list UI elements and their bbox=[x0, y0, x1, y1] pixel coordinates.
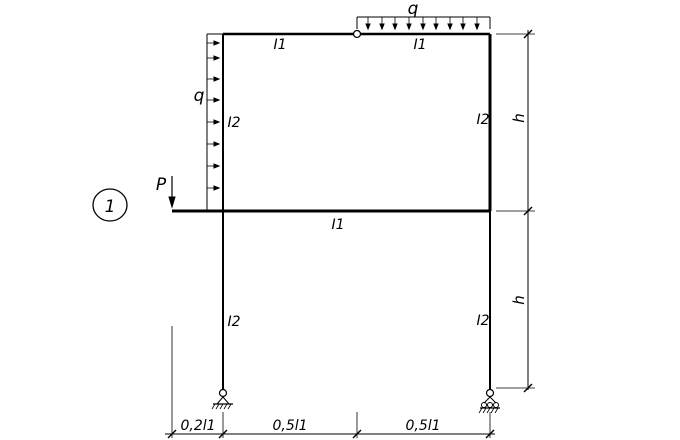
height-dimensions bbox=[496, 29, 535, 393]
frame-members bbox=[172, 32, 492, 390]
height-lower-label: h bbox=[510, 295, 528, 305]
distributed-load-left bbox=[206, 33, 223, 211]
height-upper-label: h bbox=[510, 113, 528, 123]
stiffness-beam-middle: I1 bbox=[331, 217, 344, 233]
stiffness-col-right-upper: I2 bbox=[476, 112, 489, 128]
load-p-label: P bbox=[156, 175, 167, 195]
dim-span-right-label: 0,5l1 bbox=[405, 418, 440, 434]
stiffness-col-right-lower: I2 bbox=[476, 313, 489, 329]
dim-overhang-label: 0,2l1 bbox=[180, 418, 215, 434]
point-load-p bbox=[168, 176, 176, 209]
stiffness-beam-top-right: I1 bbox=[413, 37, 426, 53]
stiffness-col-left-lower: I2 bbox=[227, 314, 240, 330]
frame-number: 1 bbox=[105, 197, 116, 217]
left-pin-support bbox=[211, 388, 233, 410]
stiffness-col-left-upper: I2 bbox=[227, 115, 240, 131]
span-dimensions bbox=[165, 326, 495, 439]
load-q-top-label: q bbox=[408, 0, 419, 19]
frame-number-badge: 1 bbox=[92, 188, 128, 222]
distributed-load-top bbox=[356, 16, 491, 31]
right-roller-support bbox=[478, 388, 500, 414]
dim-span-left-label: 0,5l1 bbox=[272, 418, 307, 434]
stiffness-beam-top-left: I1 bbox=[273, 37, 286, 53]
load-q-left-label: q bbox=[194, 86, 205, 106]
top-beam-hinge bbox=[352, 29, 362, 39]
